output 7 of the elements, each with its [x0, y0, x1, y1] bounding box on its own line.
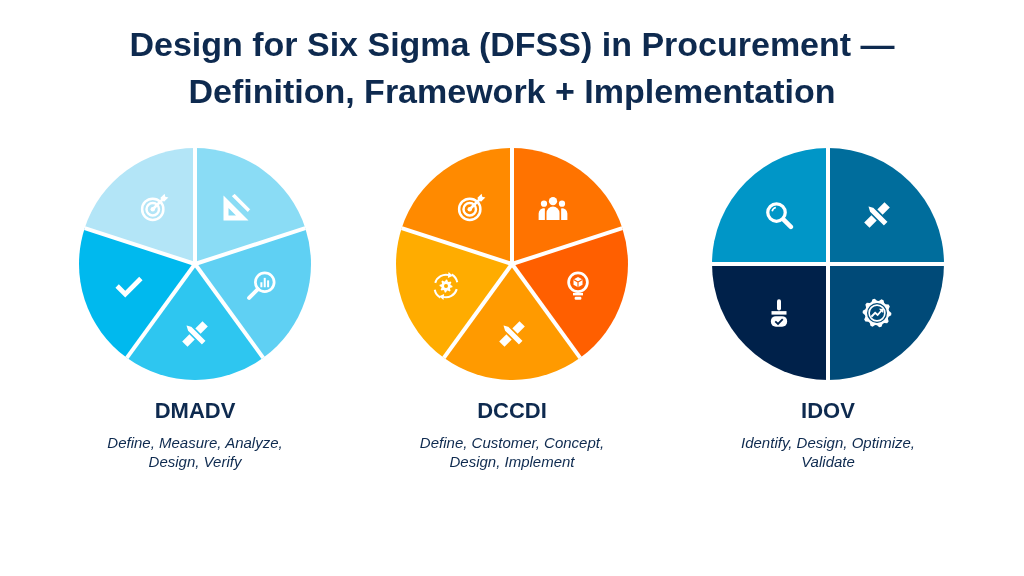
- method-description: Define, Measure, Analyze, Design, Verify: [106, 433, 284, 471]
- method-heading: DCCDI: [477, 398, 547, 424]
- method-description: Identify, Design, Optimize, Validate: [740, 433, 916, 471]
- method-heading: IDOV: [801, 398, 855, 424]
- method-description: Define, Customer, Concept, Design, Implement: [418, 433, 606, 471]
- title: Design for Six Sigma (DFSS) in Procurement — Definition, Framework + Implementation: [128, 24, 896, 112]
- method-heading: DMADV: [154, 398, 236, 424]
